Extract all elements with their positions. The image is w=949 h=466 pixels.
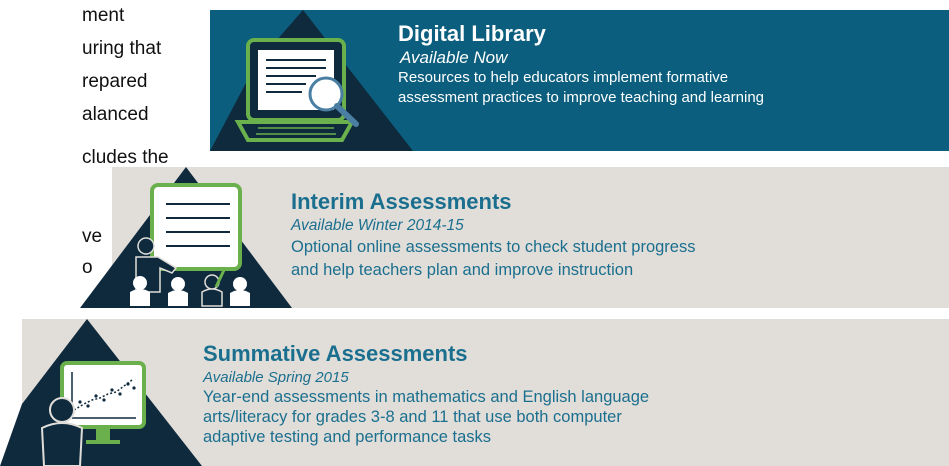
- tier-description-line: arts/literacy for grades 3-8 and 11 that…: [203, 408, 622, 426]
- tier-availability: Available Winter 2014-15: [291, 217, 464, 234]
- teacher-classroom-icon: [130, 183, 250, 307]
- left-text-line: ve: [82, 226, 103, 247]
- tier-description-line: assessment practices to improve teaching…: [398, 89, 765, 106]
- tier-description-line: Resources to help educators implement fo…: [398, 69, 729, 86]
- interim-assessments-tier: Interim Assessments Available Winter 201…: [291, 189, 695, 282]
- left-text-line: repared: [82, 71, 148, 92]
- left-text-line: o: [82, 257, 93, 278]
- summative-assessments-tier: Summative Assessments Available Spring 2…: [203, 339, 649, 447]
- left-text-line: cludes the: [82, 147, 169, 168]
- left-text-line: uring that: [82, 38, 162, 59]
- student-computer-chart-icon: [40, 361, 146, 466]
- tier-description-line: adaptive testing and performance tasks: [203, 428, 492, 446]
- left-text-line: alanced: [82, 104, 149, 125]
- tier-description-line: Year-end assessments in mathematics and …: [203, 388, 650, 406]
- tier-title: Digital Library: [398, 21, 546, 46]
- tier-description-line: and help teachers plan and improve instr…: [291, 261, 634, 279]
- laptop-magnifier-icon: [234, 38, 359, 142]
- tier-title: Summative Assessments: [203, 341, 468, 366]
- tier-description-line: Optional online assessments to check stu…: [291, 238, 696, 256]
- tier-title: Interim Assessments: [291, 189, 512, 214]
- tier-availability: Available Spring 2015: [203, 369, 349, 386]
- tier-availability: Available Now: [400, 48, 508, 67]
- left-body-text: ment uring that repared alanced cludes t…: [0, 0, 169, 290]
- digital-library-tier: Digital Library Available Now Resources …: [398, 20, 764, 108]
- left-text-line: ment: [82, 5, 125, 26]
